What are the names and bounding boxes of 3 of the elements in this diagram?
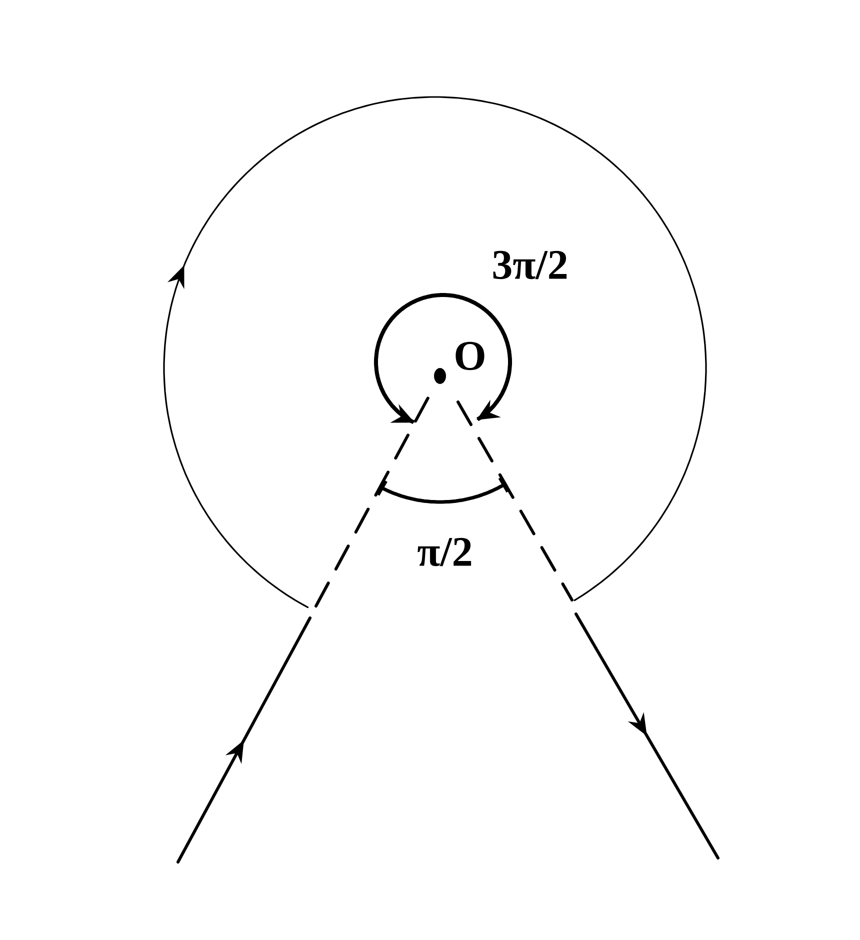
angle-label: π/2 (418, 538, 472, 566)
angle-label: 3π/2 (493, 250, 567, 280)
point-label: O (456, 342, 484, 370)
